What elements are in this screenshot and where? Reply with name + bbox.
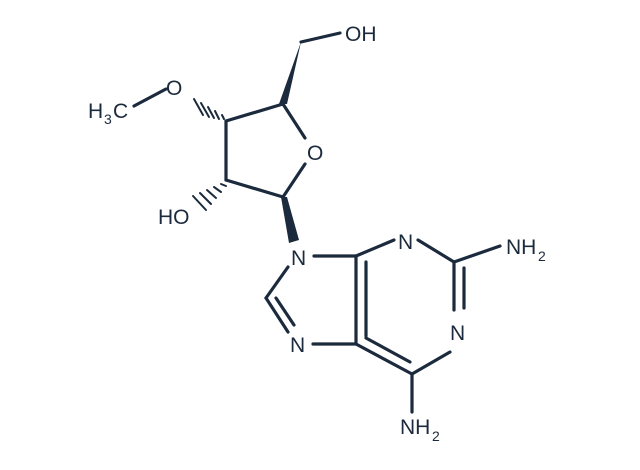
atom-nh2-bottom: NH 2 <box>400 416 440 444</box>
bond-c8-n7-double <box>274 296 296 327</box>
bond-c5-oh <box>299 31 342 44</box>
wedge-c1-n9 <box>281 197 299 243</box>
bond-c8-n7 <box>264 296 290 334</box>
atom-ring-o: O <box>307 142 323 165</box>
bond-o-ch3 <box>132 87 168 108</box>
hash-c2-oh <box>192 183 227 211</box>
bond-n3-c2 <box>416 238 456 264</box>
bond-c1-c2 <box>224 178 285 199</box>
hash-c3-o <box>193 98 225 120</box>
bond-c4-n3 <box>354 238 396 258</box>
bond-c6-c5 <box>354 342 414 376</box>
bond-o4-c1 <box>281 162 307 199</box>
bond-c6-c5-double <box>364 336 412 364</box>
atom-nh2-right-sub: 2 <box>538 248 546 264</box>
atom-h3c-h: H <box>88 100 103 123</box>
atom-n7: N <box>290 334 305 357</box>
atom-n3: N <box>398 231 413 254</box>
atom-h3c-sub: 3 <box>104 111 112 127</box>
atom-ho-left: HO <box>158 206 190 229</box>
atom-n9: N <box>291 247 306 270</box>
bond-c2-nh2 <box>452 244 502 264</box>
atom-nh2-bottom-sub: 2 <box>432 428 440 444</box>
atom-nh2-right: NH 2 <box>506 236 546 264</box>
atom-n1: N <box>450 322 465 345</box>
atom-nh2-bottom-main: NH <box>400 416 430 439</box>
bond-c3-c4 <box>224 102 285 123</box>
atom-oh-top: OH <box>345 23 377 46</box>
atom-h3c-c: C <box>113 100 128 123</box>
atom-nh2-right-main: NH <box>506 236 536 259</box>
bond-n1-c6 <box>410 350 452 376</box>
atom-o-methoxy: O <box>166 77 182 100</box>
wedge-c4-c5 <box>279 42 301 104</box>
bond-n9-c8 <box>264 265 290 300</box>
bond-c4-o4 <box>281 102 307 140</box>
atom-h3c: H 3 C <box>88 100 128 127</box>
